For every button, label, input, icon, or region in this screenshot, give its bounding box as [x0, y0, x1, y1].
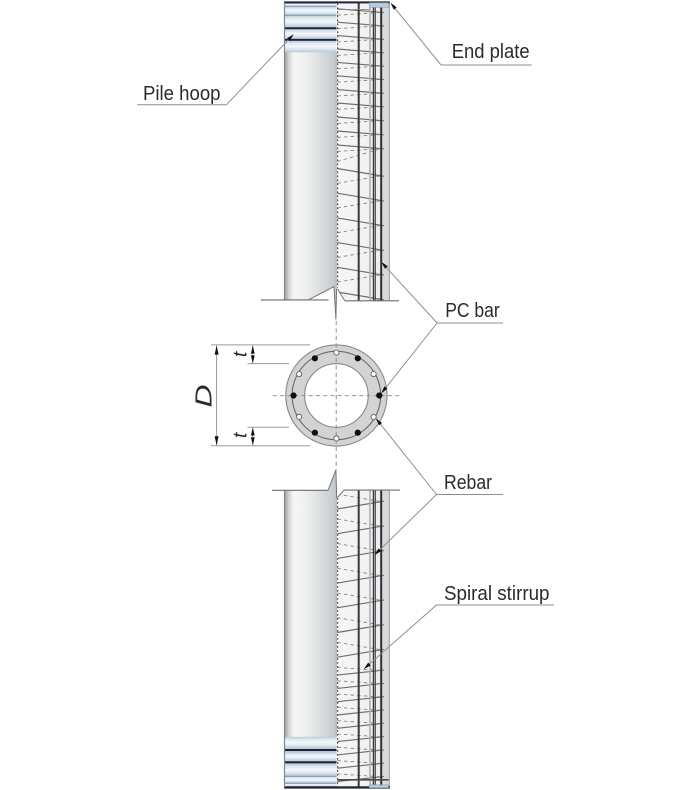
svg-text:PC bar: PC bar — [445, 299, 500, 322]
svg-text:D: D — [191, 385, 217, 408]
svg-text:Spiral stirrup: Spiral stirrup — [444, 582, 550, 605]
svg-text:End plate: End plate — [452, 40, 530, 63]
svg-text:t: t — [230, 432, 251, 438]
svg-text:Rebar: Rebar — [444, 471, 492, 494]
svg-text:t: t — [230, 351, 251, 357]
svg-text:Pile hoop: Pile hoop — [143, 82, 221, 105]
